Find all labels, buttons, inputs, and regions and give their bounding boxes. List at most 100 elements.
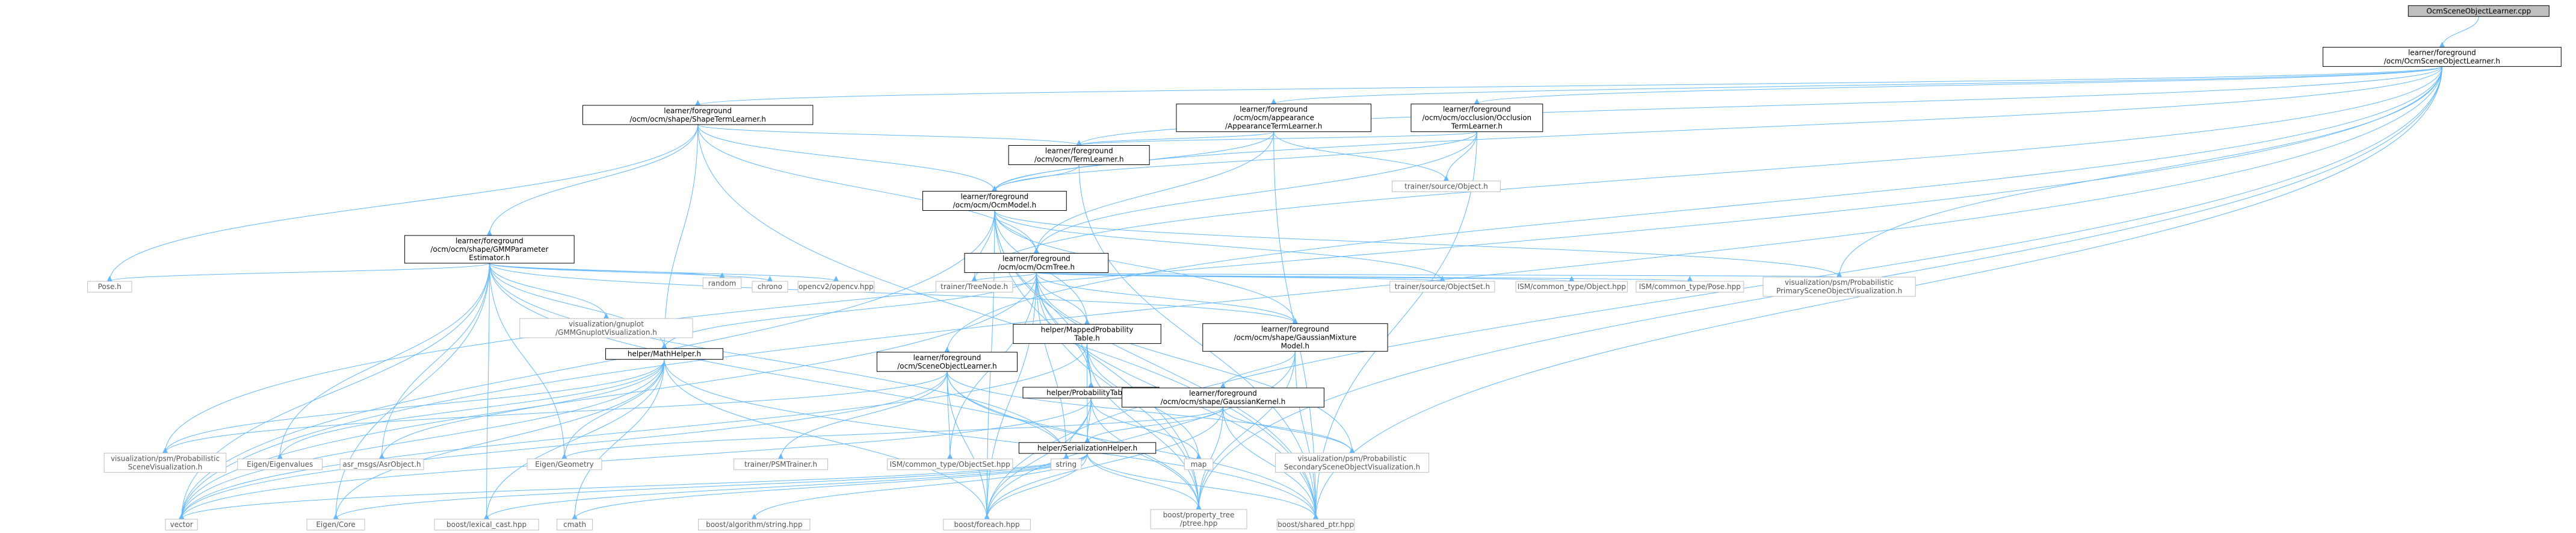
node-box xyxy=(582,105,814,125)
node-apterm[interactable]: learner/foreground/ocm/ocm/appearance/Ap… xyxy=(1176,104,1371,132)
node-ocmsol[interactable]: learner/foreground/ocm/OcmSceneObjectLea… xyxy=(2323,46,2562,67)
node-gausskernel[interactable]: learner/foreground/ocm/ocm/shape/Gaussia… xyxy=(1122,387,1324,408)
node-box xyxy=(2323,46,2562,67)
node-chrono: chrono xyxy=(752,281,788,293)
edge-gmmparam-to-eigenvalues xyxy=(277,263,490,459)
node-box xyxy=(1515,281,1628,293)
node-label: /ocm/ocm/shape/ShapeTermLearner.h xyxy=(629,115,765,123)
edge-ocmmodel-to-gaussmix xyxy=(994,210,1298,324)
edge-root-to-ocmsol xyxy=(2439,16,2479,48)
node-label: trainer/TreeNode.h xyxy=(941,282,1008,291)
node-box xyxy=(943,519,1031,531)
node-box xyxy=(702,277,742,289)
edge-gmmparam-to-string xyxy=(489,263,1069,459)
edge-serialhelper-to-sharedptr xyxy=(1087,453,1319,520)
node-gaussmix[interactable]: learner/foreground/ocm/ocm/shape/Gaussia… xyxy=(1202,323,1388,352)
edge-gmmparam-to-pose xyxy=(107,263,490,282)
node-label: learner/foreground xyxy=(664,107,732,115)
edge-ocmtree-to-treenode xyxy=(971,272,1037,282)
node-termlearner[interactable]: learner/foreground/ocm/ocm/TermLearner.h xyxy=(1008,145,1150,165)
edge-gaussmix-to-foreach xyxy=(984,351,1296,520)
node-random: random xyxy=(702,277,742,289)
node-root[interactable]: OcmSceneObjectLearner.cpp xyxy=(2408,5,2550,17)
node-label: /ocm/ocm/occlusion/Occlusion xyxy=(1422,114,1532,122)
node-label: helper/MathHelper.h xyxy=(628,350,701,358)
node-label: PrimarySceneObjectVisualization.h xyxy=(1776,287,1902,295)
edge-gaussmix-to-gausskernel xyxy=(1220,351,1296,388)
edge-shapeterm-to-termlearner xyxy=(697,124,1082,146)
node-asrmsgs: asr_msgs/AsrObject.h xyxy=(339,458,424,470)
node-label: visualization/psm/Probabilistic xyxy=(111,454,220,463)
edge-ocmsol-to-sceneobjlearner xyxy=(944,66,2442,352)
node-label: /ocm/ocm/appearance xyxy=(1233,114,1314,122)
node-label: Eigen/Eigenvalues xyxy=(247,460,313,469)
edge-ocmsol-to-ocmmodel xyxy=(992,66,2442,192)
node-box xyxy=(734,458,829,470)
node-vector: vector xyxy=(165,519,198,531)
edge-sceneobjlearner-to-psmtrainer xyxy=(778,371,948,459)
node-label: learner/foreground xyxy=(1002,255,1070,263)
node-ptree: boost/property_tree/ptree.hpp xyxy=(1150,509,1247,529)
edge-serialhelper-to-vector xyxy=(179,453,1088,520)
edge-ocmsol-to-termlearner xyxy=(1076,66,2442,146)
node-box xyxy=(519,318,693,338)
edge-mathhelper-to-foreach xyxy=(664,359,990,520)
node-label: /ocm/SceneObjectLearner.h xyxy=(897,362,997,370)
node-eigengeom: Eigen/Geometry xyxy=(527,458,602,470)
node-box xyxy=(1202,323,1388,352)
node-label: asr_msgs/AsrObject.h xyxy=(342,460,421,469)
node-label: SceneVisualization.h xyxy=(128,463,203,471)
edge-termlearner-to-ocmmodel xyxy=(992,164,1080,192)
node-box xyxy=(1762,276,1916,297)
edge-apterm-to-objectproto xyxy=(1273,131,1449,181)
node-ocmmodel[interactable]: learner/foreground/ocm/ocm/OcmModel.h xyxy=(922,191,1067,211)
edge-termlearner-to-sharedptr xyxy=(1078,164,1319,520)
node-serialhelper[interactable]: helper/SerializationHelper.h xyxy=(1018,442,1157,454)
node-label: OcmSceneObjectLearner.cpp xyxy=(2426,7,2531,15)
node-occterm[interactable]: learner/foreground/ocm/ocm/occlusion/Occ… xyxy=(1410,104,1543,132)
edge-gmmparam-to-gaussmix xyxy=(489,263,1298,324)
edge-occterm-to-termlearner xyxy=(1076,131,1477,146)
node-label: TermLearner.h xyxy=(1451,122,1503,131)
node-ismpose: ISM/common_type/Pose.hpp xyxy=(1635,281,1744,293)
node-label: /ocm/ocm/OcmTree.h xyxy=(998,263,1075,272)
node-label: visualization/psm/Probabilistic xyxy=(1785,278,1894,287)
node-box xyxy=(605,348,723,360)
edge-gausskernel-to-eigengeom xyxy=(561,407,1223,460)
edge-gmmparam-to-chrono xyxy=(489,263,773,282)
node-label: trainer/PSMTrainer.h xyxy=(744,460,817,469)
node-box xyxy=(103,452,227,473)
node-vizscene: visualization/psm/ProbabilisticSceneVisu… xyxy=(103,452,227,473)
node-shapeterm[interactable]: learner/foreground/ocm/ocm/shape/ShapeTe… xyxy=(582,105,814,125)
node-label: boost/lexical_cast.hpp xyxy=(446,520,527,529)
edge-gaussmix-to-sharedptr xyxy=(1294,351,1319,520)
edge-probtable-to-map xyxy=(1090,397,1202,459)
edge-ocmmodel-to-vector xyxy=(179,210,995,520)
edge-probtable-to-vector xyxy=(179,397,1092,520)
node-ocmtree[interactable]: learner/foreground/ocm/ocm/OcmTree.h xyxy=(964,253,1109,273)
node-label: /ocm/ocm/shape/GaussianMixture xyxy=(1234,333,1356,341)
node-label: ISM/common_type/Pose.hpp xyxy=(1639,282,1741,291)
edge-mappedprob-to-vector xyxy=(179,343,1088,520)
node-mathhelper[interactable]: helper/MathHelper.h xyxy=(605,348,723,360)
node-gmmparam[interactable]: learner/foreground/ocm/ocm/shape/GMMPara… xyxy=(404,235,575,264)
node-box xyxy=(165,519,198,531)
node-label: /ocm/OcmSceneObjectLearner.h xyxy=(2384,57,2500,65)
node-label: boost/property_tree xyxy=(1163,511,1235,519)
node-box xyxy=(922,191,1067,211)
node-vizsecondary: visualization/psm/ProbabilisticSecondary… xyxy=(1275,452,1430,473)
edge-ocmsol-to-treenode xyxy=(971,66,2442,282)
node-box xyxy=(1018,442,1157,454)
edge-ocmmodel-to-ocmtree xyxy=(994,210,1039,254)
node-box xyxy=(1410,104,1543,132)
node-sceneobjlearner[interactable]: learner/foreground/ocm/SceneObjectLearne… xyxy=(876,352,1018,372)
edge-ocmtree-to-gaussmix xyxy=(1036,272,1298,324)
node-eigenvalues: Eigen/Eigenvalues xyxy=(237,458,323,470)
edge-gausskernel-to-sharedptr xyxy=(1223,407,1319,520)
node-box xyxy=(339,458,424,470)
node-objectset: trainer/source/ObjectSet.h xyxy=(1389,281,1495,293)
edge-gausskernel-to-vizsecondary xyxy=(1223,407,1355,454)
edge-occterm-to-sharedptr xyxy=(1313,131,1477,520)
edge-shapeterm-to-gmmparam xyxy=(486,124,699,236)
